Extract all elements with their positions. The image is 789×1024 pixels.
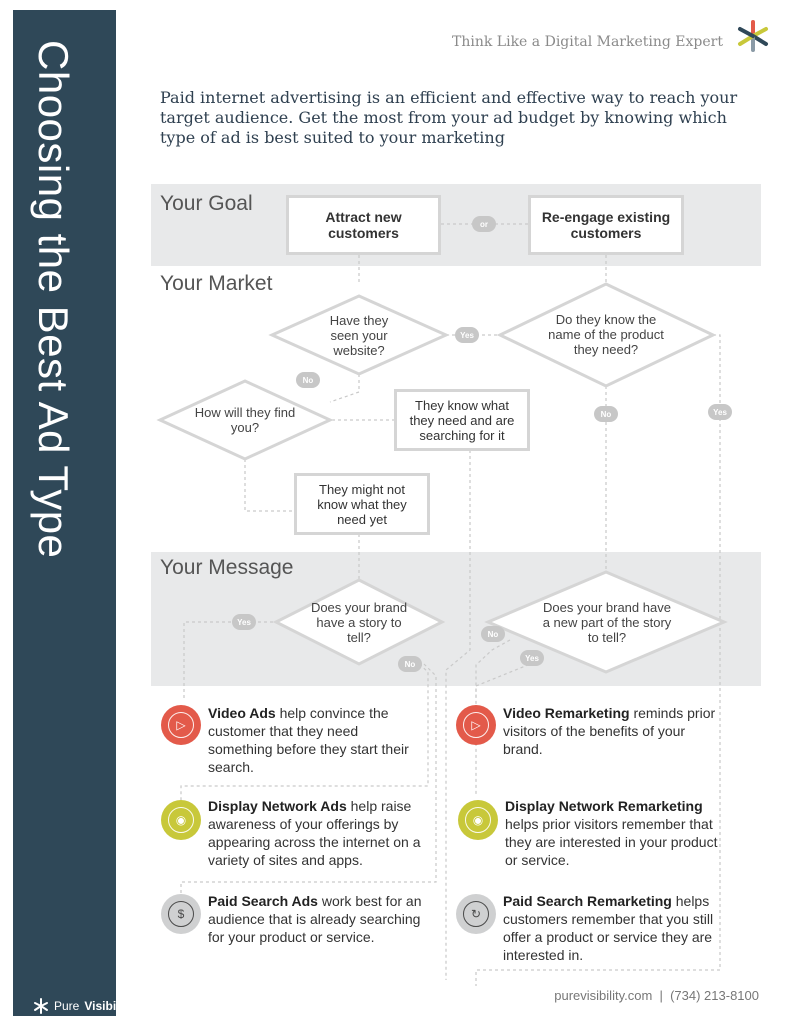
attract-box: Attract new customers [286,195,441,255]
refresh-search-icon: ↻ [463,901,489,927]
footer-contact: purevisibility.com | (734) 213-8100 [554,988,759,1003]
display-remarketing-desc: helps prior visitors remember that they … [505,816,718,868]
yes-pill: Yes [520,650,544,666]
search-remarketing-badge: ↻ [456,894,496,934]
video-remarketing-badge: ▷ [456,705,496,745]
section-message: Your Message [160,556,294,579]
video-remarketing-text: Video Remarketing reminds prior visitors… [503,704,723,758]
search-ads-title: Paid Search Ads [208,893,318,909]
display-ads-text: Display Network Ads help raise awareness… [208,797,428,869]
no-pill: No [398,656,422,672]
network-icon: ◉ [465,807,491,833]
decision-diamonds [156,282,728,674]
search-remarketing-desc: helps customers remember that you still … [503,893,714,963]
search-ads-badge: $ [161,894,201,934]
no-pill: No [594,406,618,422]
dollar-search-icon: $ [168,901,194,927]
section-goal: Your Goal [160,192,253,215]
video-remarketing-title: Video Remarketing [503,705,630,721]
video-ads-badge: ▷ [161,705,201,745]
logo-suffix: Visibility [84,999,134,1013]
display-remarketing-badge: ◉ [458,800,498,840]
pinwheel-logo-icon [738,20,768,52]
display-remarketing-title: Display Network Remarketing [505,798,703,814]
new-part-text: Does your brand have a new part of the s… [542,599,672,645]
display-ads-desc: help raise awareness of your offerings b… [208,798,421,868]
video-ads-desc: help convince the customer that they nee… [208,705,409,775]
find-you-text: How will they find you? [194,405,296,435]
network-icon: ◉ [168,807,194,833]
tagline: Think Like a Digital Marketing Expert [452,34,723,50]
video-ads-title: Video Ads [208,705,276,721]
section-market: Your Market [160,272,273,295]
might-not-know-box: They might not know what they need yet [294,473,430,535]
intro-text: Paid internet advertising is an efficien… [160,88,738,147]
pinwheel-logo-icon [34,998,48,1014]
display-ads-badge: ◉ [161,800,201,840]
search-remarketing-text: Paid Search Remarketing helps customers … [503,892,728,964]
search-ads-desc: work best for an audience that is alread… [208,893,422,945]
display-ads-title: Display Network Ads [208,798,347,814]
search-ads-text: Paid Search Ads work best for an audienc… [208,892,423,946]
yes-pill: Yes [708,404,732,420]
no-pill: No [296,372,320,388]
display-remarketing-text: Display Network Remarketing helps prior … [505,797,727,869]
sidebar-logo: Pure Visibility [33,998,134,1014]
logo-prefix: Pure [54,999,80,1013]
seen-website-text: Have they seen your website? [329,312,389,358]
story-text: Does your brand have a story to tell? [310,599,408,645]
no-pill: No [481,626,505,642]
yes-pill: Yes [455,327,479,343]
search-remarketing-title: Paid Search Remarketing [503,893,672,909]
yes-pill: Yes [232,614,256,630]
or-pill: or [472,216,496,232]
video-ads-text: Video Ads help convince the customer tha… [208,704,413,776]
video-remarketing-desc: reminds prior visitors of the benefits o… [503,705,716,757]
know-product-text: Do they know the name of the product the… [548,311,664,357]
know-searching-box: They know what they need and are searchi… [394,389,530,451]
reengage-box: Re-engage existing customers [528,195,684,255]
play-icon: ▷ [463,712,489,738]
play-icon: ▷ [168,712,194,738]
